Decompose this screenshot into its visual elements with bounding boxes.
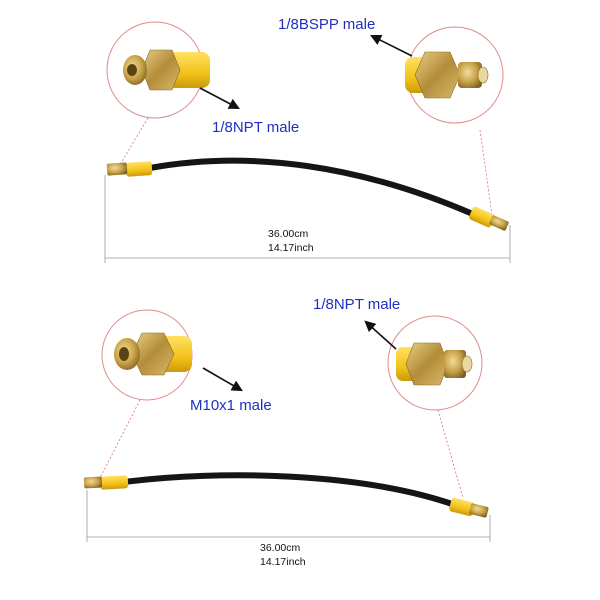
bottom-right-detail-circle [387, 315, 483, 411]
bottom-assembly: 1/8NPT male M10x1 male 36.00cm 14.17inch [83, 296, 491, 568]
bottom-dimension-line [86, 490, 491, 542]
top-right-fitting-label: 1/8BSPP male [278, 16, 375, 33]
top-dimension-line [104, 175, 511, 263]
npt-fitting-closeup-image [123, 49, 210, 91]
bottom-left-fitting-label: M10x1 male [190, 397, 272, 414]
bottom-right-guide-line [437, 409, 464, 499]
top-right-detail-circle [405, 26, 504, 124]
bottom-right-callout-arrow [364, 320, 397, 350]
top-left-callout-arrow [199, 87, 240, 110]
m10x1-fitting-closeup-image [114, 332, 192, 376]
top-left-guide-line [117, 117, 149, 169]
top-length-cm: 36.00cm [268, 228, 309, 240]
bottom-left-callout-arrow [202, 367, 243, 392]
top-left-fitting-label: 1/8NPT male [212, 119, 299, 136]
bottom-length-inch: 14.17inch [260, 556, 306, 568]
bottom-left-guide-line [99, 399, 141, 479]
top-assembly: 1/8BSPP male 1/8NPT male 36.00cm 14.17in… [104, 16, 511, 263]
top-hose-image [106, 157, 509, 231]
top-length-inch: 14.17inch [268, 242, 314, 254]
npt-fitting-closeup-image-bottom [396, 342, 473, 386]
top-right-guide-line [479, 129, 493, 216]
bottom-hose-image [83, 472, 489, 518]
bottom-left-detail-circle [101, 309, 193, 401]
top-left-detail-circle [106, 21, 210, 119]
bottom-length-cm: 36.00cm [260, 542, 301, 554]
top-right-callout-arrow [369, 34, 413, 57]
bspp-fitting-closeup-image [405, 51, 489, 99]
bottom-right-fitting-label: 1/8NPT male [313, 296, 400, 313]
